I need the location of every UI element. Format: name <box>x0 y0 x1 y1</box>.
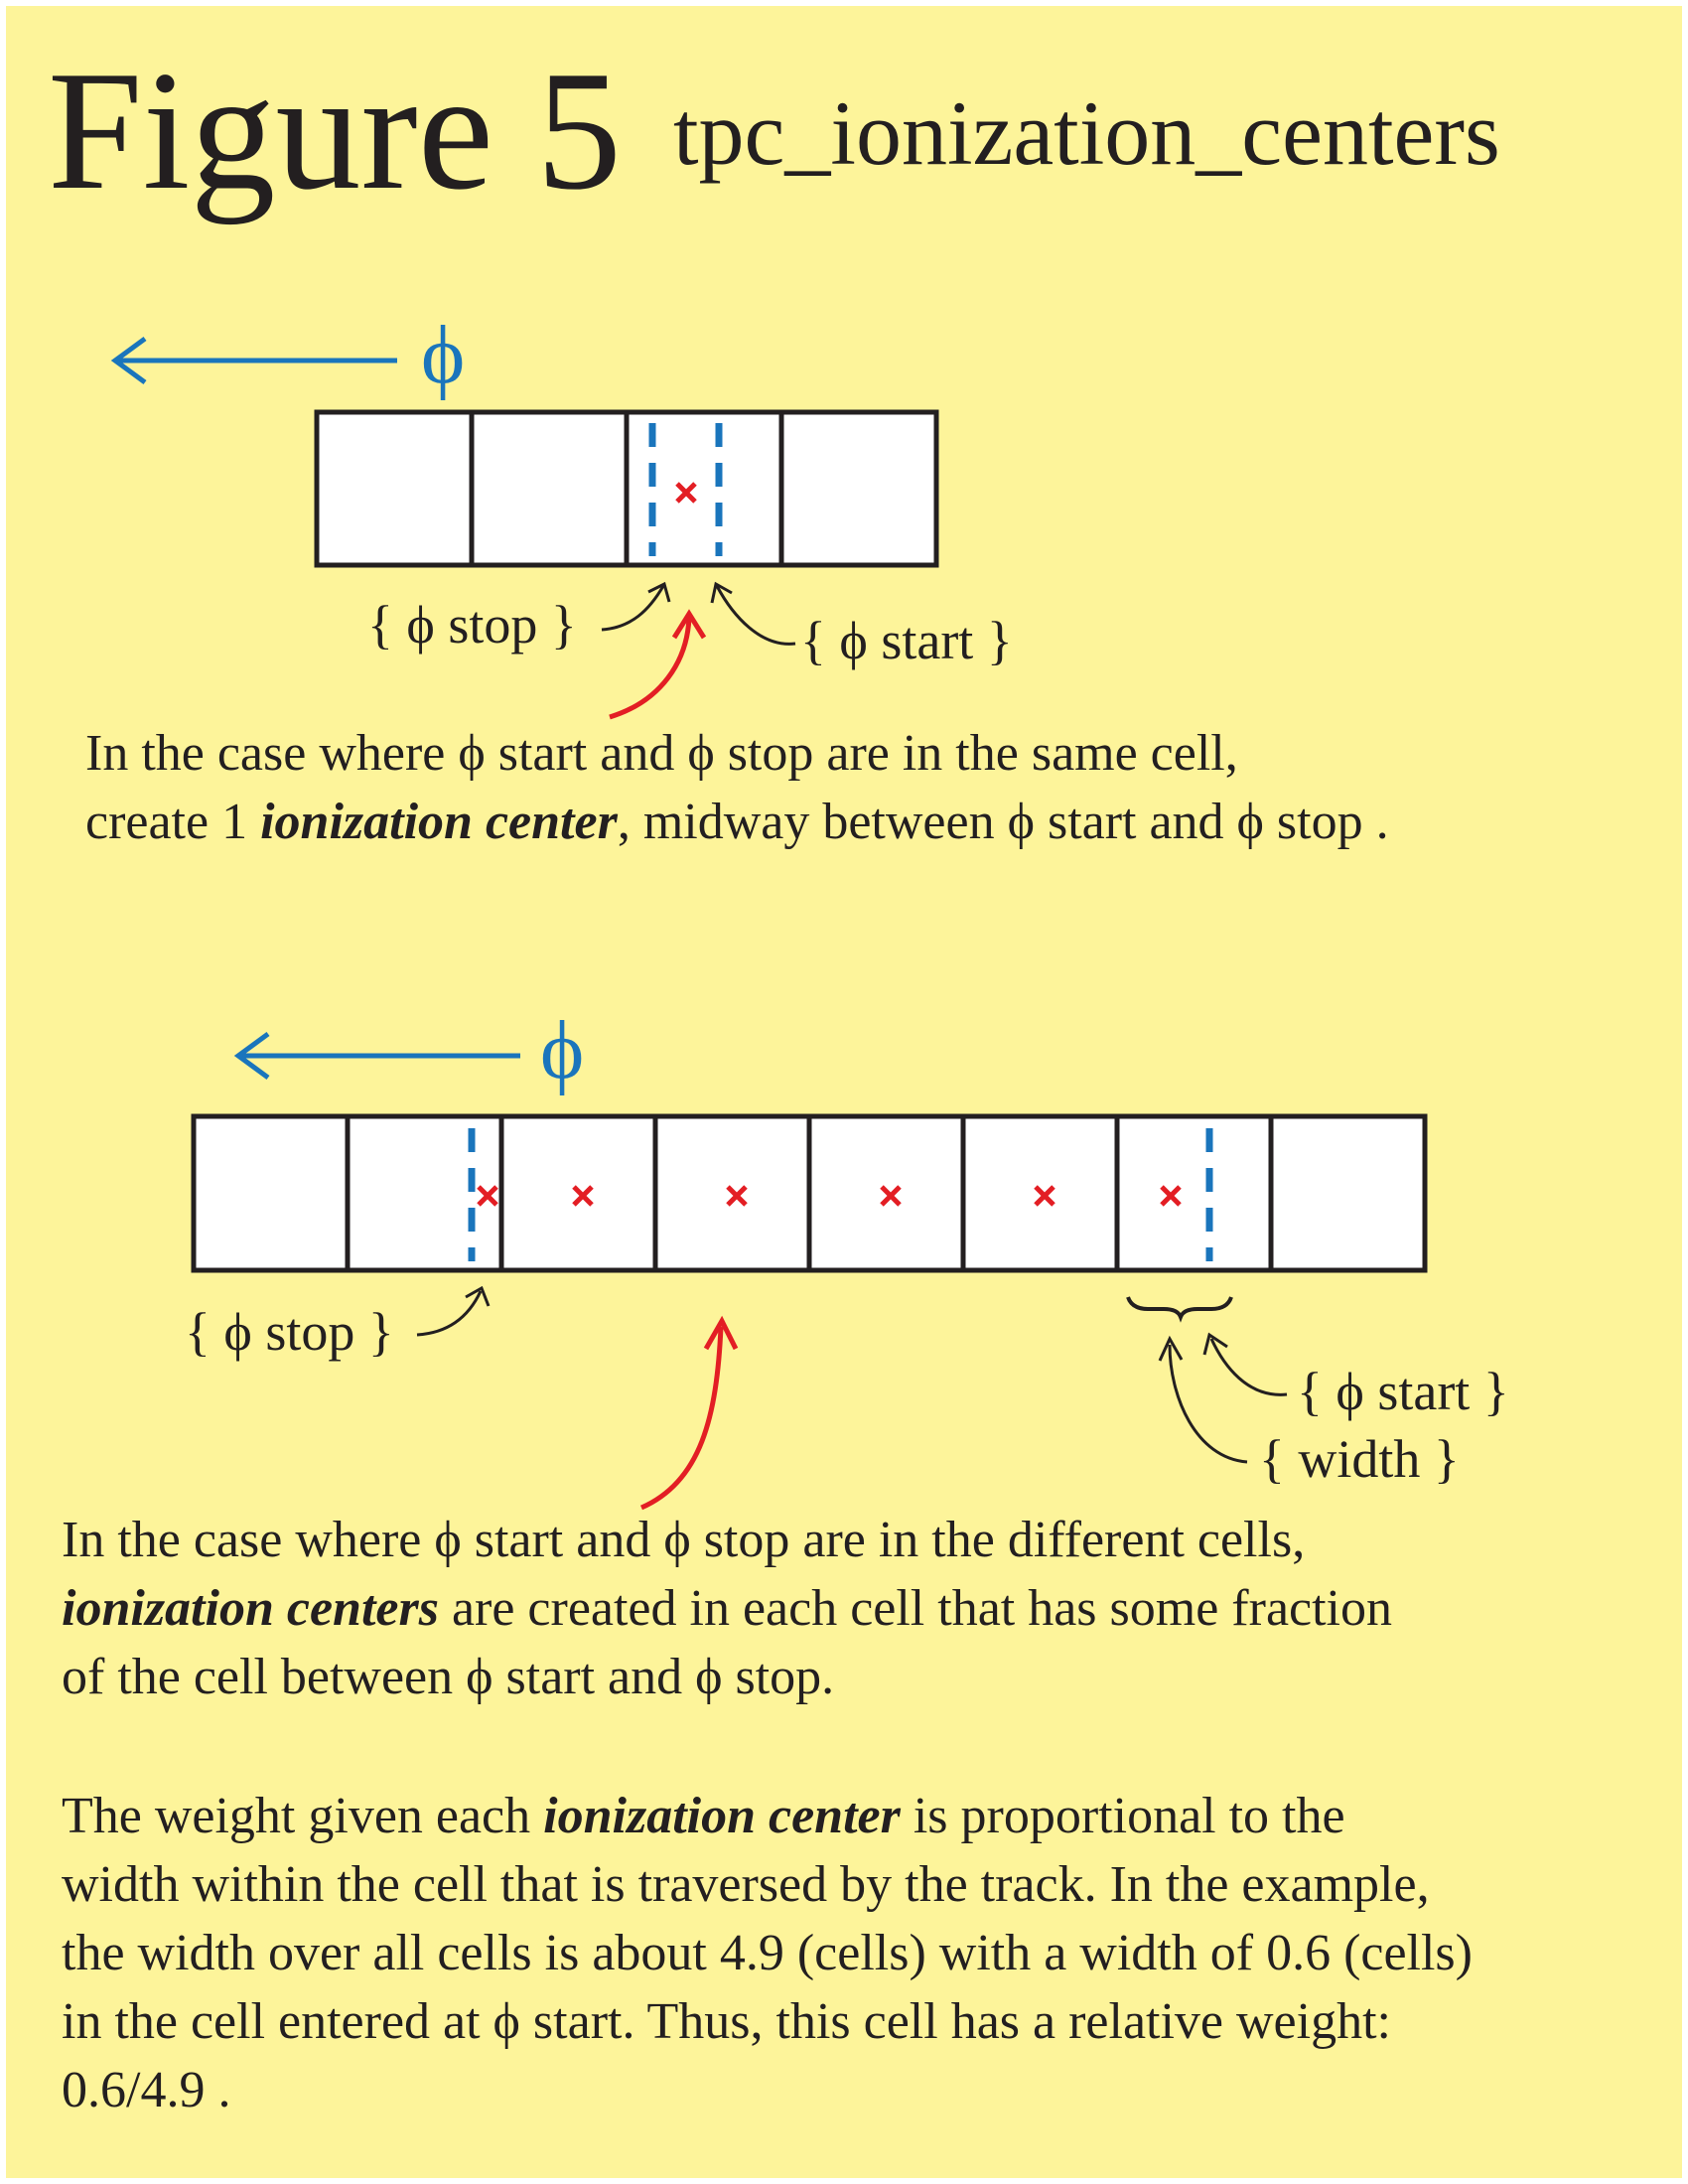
diagram2-phi-arrow <box>233 1031 520 1081</box>
diagram1-caption-line: In the case where ϕ start and ϕ stop are… <box>85 725 1238 782</box>
diagram2-width-pointer <box>1158 1335 1248 1464</box>
diagram2-cell <box>1114 1113 1274 1273</box>
diagram2-caption-line: ionization centers are created in each c… <box>62 1580 1392 1637</box>
ionization-center-term: ionization center <box>260 794 618 850</box>
diagram2-phi-stop-label: { ϕ stop } <box>185 1302 394 1362</box>
weight-line: The weight given each ionization center … <box>62 1788 1345 1844</box>
diagram1-graphics <box>110 336 939 720</box>
diagram1-phi-arrow <box>110 336 397 385</box>
weight-line: 0.6/4.9 . <box>62 2062 231 2118</box>
diagram2-width-label: { width } <box>1259 1429 1460 1489</box>
figure-page: Figure 5 tpc_ionization_centers <box>6 6 1682 2178</box>
diagram2-graphics <box>191 1031 1428 1511</box>
diagram1-cell <box>469 409 630 568</box>
diagram1-phi-symbol: ϕ <box>421 309 466 401</box>
diagram2-ionization-center-marker <box>1160 1185 1182 1207</box>
diagram1-caption-line: create 1 ionization center, midway betwe… <box>85 794 1389 850</box>
diagram2-caption-line: of the cell between ϕ start and ϕ stop. <box>62 1649 835 1705</box>
diagram2-center-pointer <box>640 1315 739 1511</box>
diagram1-caption: In the case where ϕ start and ϕ stop are… <box>85 719 1389 856</box>
diagram1-stop-pointer <box>601 581 671 632</box>
diagram1-phi-stop-label: { ϕ stop } <box>367 595 577 655</box>
diagram2-ionization-center-markers <box>477 1185 1182 1207</box>
diagram2-ionization-center-marker <box>880 1185 902 1207</box>
diagram1-ionization-center-marker <box>675 482 697 504</box>
figure-number: Figure 5 <box>48 37 623 225</box>
diagram2-ionization-center-marker <box>572 1185 594 1207</box>
diagram2-ionization-center-marker <box>726 1185 748 1207</box>
figure-name: tpc_ionization_centers <box>673 82 1500 184</box>
diagram2-phi-start-label: { ϕ start } <box>1297 1362 1509 1421</box>
weight-line: the width over all cells is about 4.9 (c… <box>62 1925 1473 1981</box>
weight-line: width within the cell that is traversed … <box>62 1856 1430 1913</box>
diagram2-width-brace <box>1126 1296 1233 1323</box>
diagram2-stop-pointer <box>416 1285 491 1337</box>
diagram1-cell <box>314 409 475 568</box>
diagram2-start-pointer <box>1202 1332 1288 1396</box>
weight-line: in the cell entered at ϕ start. Thus, th… <box>62 1993 1391 2050</box>
ionization-centers-term: ionization centers <box>62 1580 439 1637</box>
diagram1-center-pointer <box>609 609 707 720</box>
weight-paragraph: The weight given each ionization center … <box>62 1782 1473 2124</box>
diagram2-ionization-center-marker <box>1034 1185 1055 1207</box>
diagram1-cell-row <box>314 409 939 568</box>
diagram2-cell <box>1268 1113 1428 1273</box>
diagram1-phi-start-label: { ϕ start } <box>800 611 1013 670</box>
ionization-center-term: ionization center <box>543 1788 901 1844</box>
diagram2-cell <box>191 1113 351 1273</box>
diagram1-start-pointer <box>710 581 796 646</box>
diagram2-caption: In the case where ϕ start and ϕ stop are… <box>62 1506 1392 1711</box>
diagram1-cell <box>778 409 939 568</box>
diagram2-phi-symbol: ϕ <box>540 1004 585 1096</box>
diagram2-cell-row <box>191 1113 1428 1273</box>
diagram2-ionization-center-marker <box>477 1185 498 1207</box>
diagram2-caption-line: In the case where ϕ start and ϕ stop are… <box>62 1512 1306 1568</box>
diagram2-cell <box>345 1113 504 1273</box>
